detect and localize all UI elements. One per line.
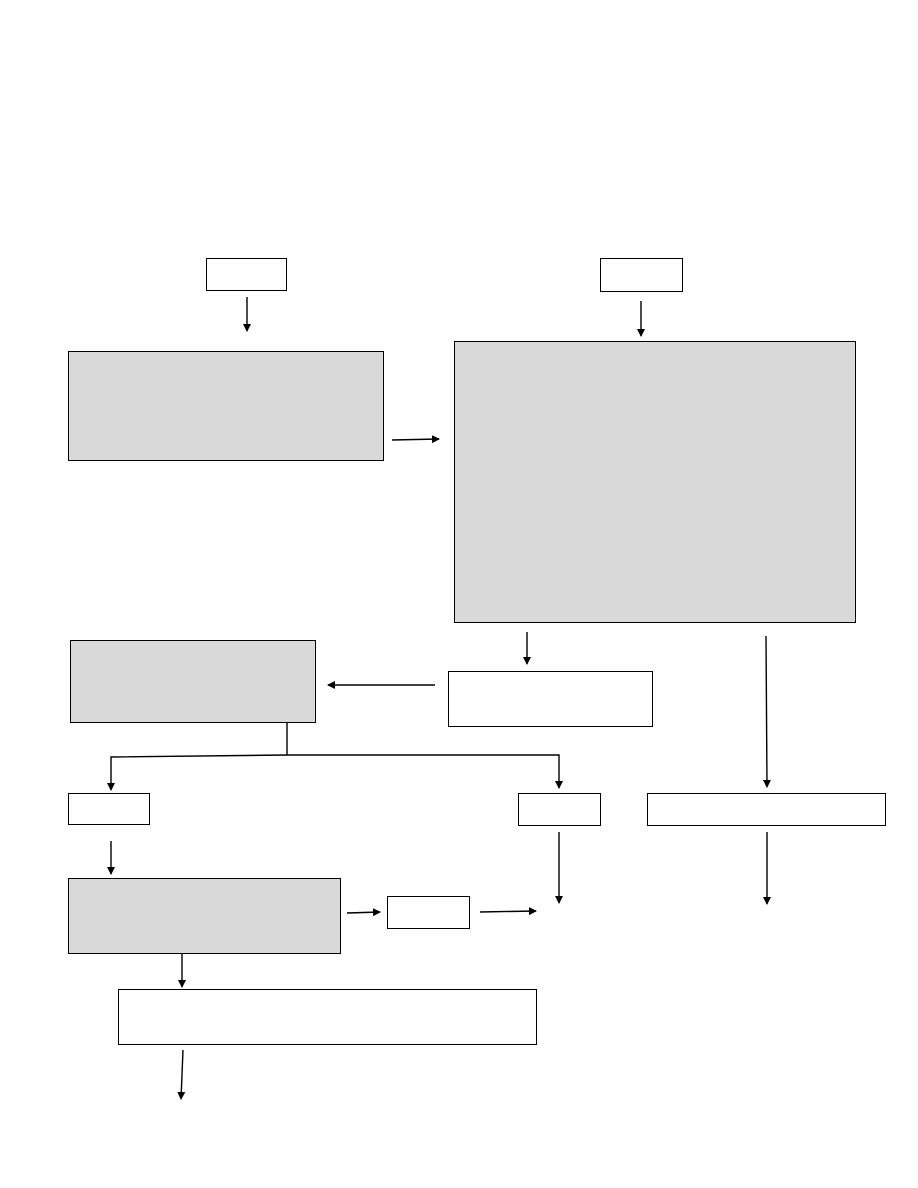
left-process-box — [68, 351, 384, 461]
small-result-box — [387, 896, 470, 929]
arrow-left-process-to-right-process — [391, 435, 440, 444]
branch-left-connector — [107, 754, 288, 791]
top-left-label-box — [206, 258, 287, 291]
left-branch-label-box — [68, 793, 150, 825]
arrow-bottom-result-down — [177, 1049, 186, 1100]
top-right-label-box — [600, 258, 683, 292]
bottom-result-box — [118, 989, 537, 1045]
left-middle-process-box — [70, 640, 316, 723]
arrow-small-result-right — [479, 907, 537, 916]
right-result-box — [647, 793, 886, 826]
lower-left-process-box — [68, 878, 341, 954]
middle-branch-label-box — [518, 793, 601, 826]
right-process-box — [454, 341, 856, 623]
middle-result-box — [448, 671, 653, 727]
arrow-right-process-to-right-result — [762, 635, 771, 788]
branch-right-connector — [287, 754, 563, 789]
arrow-lower-left-process-to-small-result — [346, 908, 381, 917]
